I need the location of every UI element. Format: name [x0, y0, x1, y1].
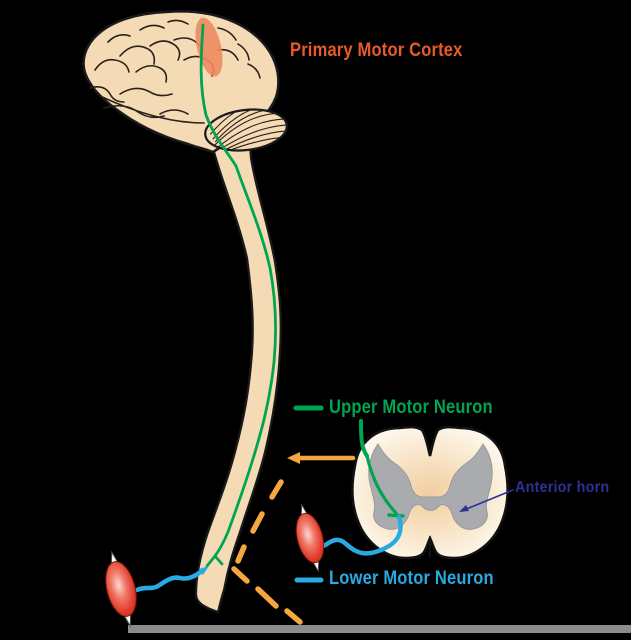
level-arrowhead — [287, 452, 300, 464]
lower-motor-neuron-label: Lower Motor Neuron — [329, 568, 494, 589]
umn-synapse-fork — [205, 554, 224, 568]
spinal-cord — [194, 144, 282, 614]
upper-motor-neuron-path — [199, 23, 405, 568]
umn-label-connector — [359, 419, 369, 458]
upper-motor-neuron-label: Upper Motor Neuron — [329, 397, 493, 418]
muscle-right — [295, 503, 325, 573]
lower-motor-neuron-path — [134, 514, 403, 593]
anterior-horn-label: Anterior horn — [515, 479, 610, 496]
lmn-axon-section — [311, 514, 403, 556]
bottom-gray-bar — [128, 625, 631, 633]
primary-motor-cortex-label: Primary Motor Cortex — [290, 40, 463, 61]
gray-matter — [368, 443, 493, 530]
anterior-horn-pointer — [459, 489, 514, 512]
spinal-cord-cross-section — [351, 425, 509, 560]
muscle-left — [105, 550, 137, 628]
lmn-arrowhead — [199, 566, 209, 575]
section-level-indicator — [231, 452, 356, 625]
lmn-axon-left — [134, 567, 206, 593]
umn-in-section — [365, 454, 398, 515]
brain-gyri — [89, 19, 261, 124]
